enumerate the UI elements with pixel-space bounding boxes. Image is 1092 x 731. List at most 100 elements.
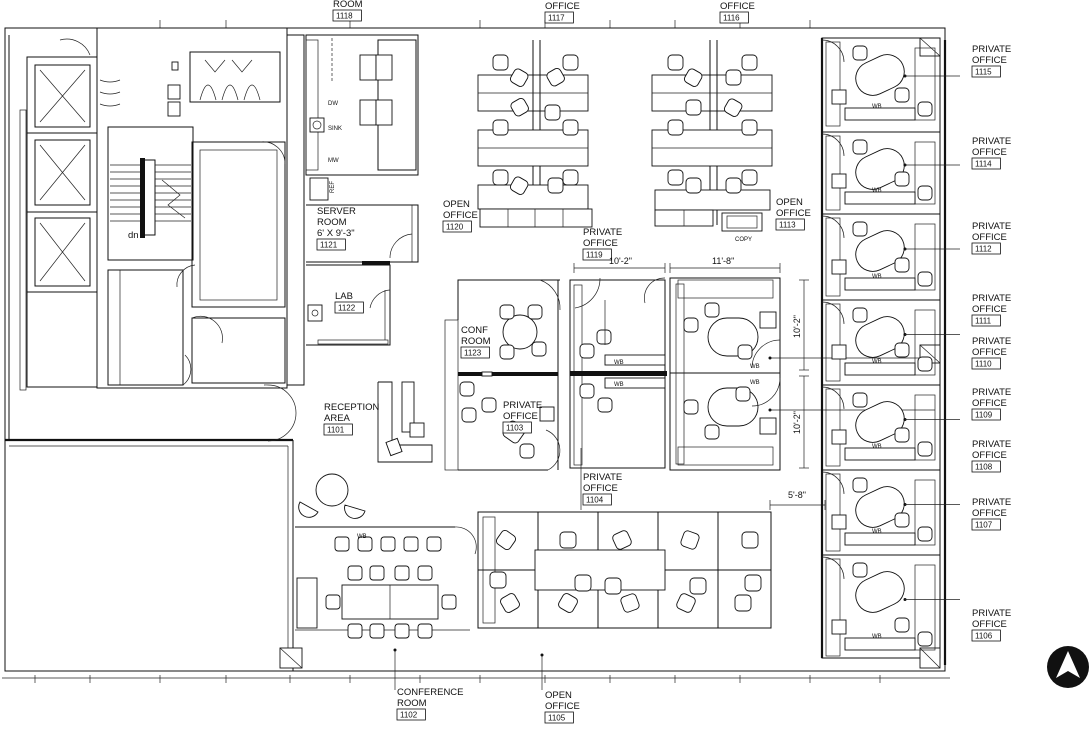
room-name-line: PRIVATE	[972, 221, 1011, 232]
room-number-box	[971, 314, 1001, 327]
room-number-box	[316, 238, 346, 251]
room-number: 1106	[975, 632, 993, 641]
room-number-box	[502, 421, 532, 434]
room-number-box	[582, 493, 612, 506]
open-office-1105	[477, 511, 772, 690]
room-number: 1122	[338, 304, 356, 313]
room-number-box	[582, 248, 612, 261]
dimension-labels: 10'-2" 11'-8" 10'-2" 10'-2" 5'-8"	[609, 256, 806, 500]
room-name-line: PRIVATE	[972, 387, 1011, 398]
room-number: 1101	[327, 426, 345, 435]
room-name-line: OFFICE	[972, 398, 1007, 409]
room-number: 1120	[446, 223, 464, 232]
dimension-1119-width: 10'-2"	[609, 256, 632, 266]
central-offices: WB WB WB WB	[444, 277, 935, 510]
room-number: 1115	[975, 68, 992, 77]
room-number-box	[971, 65, 1001, 78]
room-name-line: PRIVATE	[972, 608, 1011, 619]
room-name-line: CONF	[461, 325, 488, 336]
room-number: 1116	[723, 14, 740, 23]
room-name-line: 6' X 9'-3"	[317, 228, 355, 239]
room-name-line: OFFICE	[972, 508, 1007, 519]
room-name-line: OFFICE	[972, 347, 1007, 358]
wb-label: WB	[872, 104, 882, 110]
dimension-lines	[573, 263, 826, 510]
dimension-corridor: 5'-8"	[788, 490, 806, 500]
dimension-1110-depth: 10'-2"	[792, 315, 802, 338]
room-name-line: PRIVATE	[972, 136, 1011, 147]
room-number-box	[971, 518, 1001, 531]
grid-ticks	[2, 20, 950, 683]
room-name-line: OFFICE	[972, 450, 1007, 461]
room-name-line: OFFICE	[972, 304, 1007, 315]
room-number: 1108	[975, 463, 993, 472]
room-name-line: AREA	[324, 413, 351, 424]
room-name-line: PRIVATE	[972, 497, 1011, 508]
room-number-box	[544, 711, 574, 724]
room-name-line: ROOM	[397, 698, 427, 709]
room-number: 1103	[506, 424, 524, 433]
wb-label-1102: WB	[357, 534, 367, 540]
room-number: 1102	[400, 711, 418, 720]
room-number-box	[775, 218, 805, 231]
room-number: 1107	[975, 521, 993, 530]
room-number: 1118	[336, 12, 353, 21]
stair-direction: dn	[128, 230, 139, 241]
core-walls	[59, 27, 305, 389]
wb-label: WB	[872, 359, 882, 365]
north-arrow-icon	[1047, 646, 1089, 688]
room-name-line: OPEN	[545, 690, 572, 701]
room-number-box	[544, 11, 574, 24]
dimension-1110-width: 11'-8"	[712, 256, 734, 266]
elevator-bank	[19, 56, 98, 391]
room-name-line: OFFICE	[503, 411, 538, 422]
room-name-line: PRIVATE	[583, 472, 622, 483]
room-number-box	[334, 301, 364, 314]
room-number: 1123	[464, 349, 482, 358]
room-name-line: OFFICE	[583, 483, 618, 494]
room-name-line: OFFICE	[443, 210, 478, 221]
room-name-line: RECEPTION	[324, 402, 380, 413]
room-name-line: OFFICE	[583, 238, 618, 249]
room-number-box	[971, 629, 1001, 642]
room-number-box	[460, 346, 490, 359]
room-name-line: OPEN	[443, 199, 470, 210]
room-name-line: ROOM	[317, 217, 347, 228]
room-number: 1111	[975, 317, 992, 326]
room-name-line: OFFICE	[545, 701, 580, 712]
room-name-line: PRIVATE	[972, 44, 1011, 55]
sink-label: SINK	[328, 126, 342, 132]
room-number: 1109	[975, 411, 993, 420]
room-number-box	[719, 11, 749, 24]
room-number: 1119	[586, 251, 603, 260]
dw-label: DW	[328, 101, 338, 107]
stair-core: dn	[107, 126, 194, 261]
pantry: DW SINK MW REF	[305, 34, 419, 201]
room-name-line: OFFICE	[972, 619, 1007, 630]
room-name-line: OFFICE	[545, 1, 580, 12]
room-name-line: SERVER	[317, 206, 356, 217]
reception	[263, 381, 433, 519]
dimension-1109-depth: 10'-2"	[792, 411, 802, 434]
copy-label: COPY	[735, 237, 752, 243]
wb-label-1109-area: WB	[750, 380, 760, 386]
room-number-box	[971, 242, 1001, 255]
exterior-walls	[4, 27, 947, 672]
